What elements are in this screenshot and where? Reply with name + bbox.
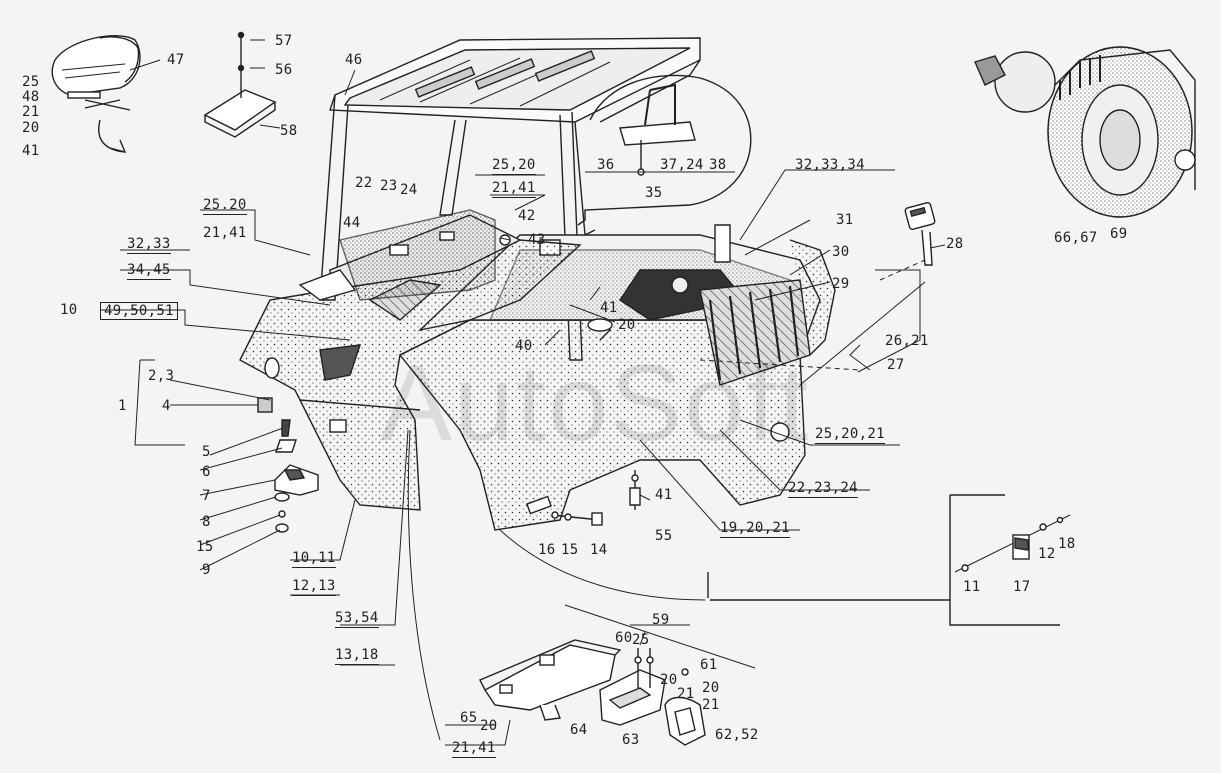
part-label-11: 11 (963, 579, 981, 595)
part-label-20-right: 20 (702, 680, 720, 696)
part-label-23: 23 (380, 178, 398, 194)
part-label-61: 61 (700, 657, 718, 673)
part-label-41-low: 41 (655, 487, 673, 503)
part-label-20: 20 (22, 120, 40, 136)
part-label-16: 16 (538, 542, 556, 558)
part-label-38: 38 (709, 157, 727, 173)
part-label-2-3: 2,3 (148, 368, 175, 384)
part-label-12-13: 12,13 (292, 578, 336, 596)
part-label-21: 21 (22, 104, 40, 120)
part-label-64: 64 (570, 722, 588, 738)
part-label-19-20-21: 19,20,21 (720, 520, 790, 538)
part-label-7: 7 (202, 488, 211, 504)
part-label-21-low: 21 (677, 686, 695, 702)
part-label-40: 40 (515, 338, 533, 354)
part-label-35: 35 (645, 185, 663, 201)
part-label-43: 43 (528, 232, 546, 248)
wheel-assembly (974, 46, 1196, 218)
part-label-32-33: 32,33 (127, 236, 171, 254)
part-label-37-24: 37,24 (660, 157, 704, 173)
part-label-53-54: 53,54 (335, 610, 379, 628)
right-lower-parts (707, 494, 1071, 626)
part-label-6: 6 (202, 464, 211, 480)
leader-lines (100, 39, 946, 746)
part-label-57: 57 (275, 33, 293, 49)
part-label-31: 31 (836, 212, 854, 228)
part-label-1: 1 (118, 398, 127, 414)
rear-body (398, 224, 836, 531)
part-label-20-mid: 20 (618, 317, 636, 333)
part-label-20-low: 20 (660, 672, 678, 688)
part-label-58: 58 (280, 123, 298, 139)
part-label-21-right: 21 (702, 697, 720, 713)
part-label-21-41-left: 21,41 (203, 225, 247, 241)
part-label-25-20-top: 25,20 (492, 157, 536, 175)
detail-inset (577, 74, 752, 226)
part-label-25-low: 25 (632, 632, 650, 648)
part-label-46: 46 (345, 52, 363, 68)
part-label-21-41-bottom: 21,41 (452, 740, 496, 758)
part-label-59: 59 (652, 612, 670, 628)
part-label-10-11: 10,11 (292, 550, 336, 568)
part-label-21-41-top: 21,41 (492, 180, 536, 198)
part-label-41: 41 (22, 143, 40, 159)
part-label-42: 42 (518, 208, 536, 224)
part-label-12: 12 (1038, 546, 1056, 562)
part-label-26-21: 26,21 (885, 333, 929, 349)
part-label-65: 65 (460, 710, 478, 726)
part-label-15-low: 15 (561, 542, 579, 558)
part-label-15-left: 15 (196, 539, 214, 555)
part-label-22: 22 (355, 175, 373, 191)
seat (51, 35, 141, 153)
dashboard (339, 209, 511, 301)
part-label-25: 25 (22, 74, 40, 90)
plate-bracket (203, 31, 277, 138)
part-label-32-33-34: 32,33,34 (795, 157, 865, 173)
part-label-62-52: 62,52 (715, 727, 759, 743)
part-label-36: 36 (597, 157, 615, 173)
bolt-parts (526, 470, 641, 526)
part-label-48: 48 (22, 89, 40, 105)
part-label-22-23-24: 22,23,24 (788, 480, 858, 498)
part-label-29: 29 (832, 276, 850, 292)
mount-parts (257, 397, 319, 533)
guard-plates (479, 604, 756, 746)
part-label-44: 44 (343, 215, 361, 231)
part-label-60: 60 (615, 630, 633, 646)
roof-frame (319, 37, 701, 361)
part-label-30: 30 (832, 244, 850, 260)
part-label-69: 69 (1110, 226, 1128, 242)
part-label-25-20-left: 25.20 (203, 197, 247, 215)
part-label-63: 63 (622, 732, 640, 748)
part-label-8: 8 (202, 514, 211, 530)
part-label-55: 55 (655, 528, 673, 544)
part-label-9: 9 (202, 562, 211, 578)
part-label-24: 24 (400, 182, 418, 198)
part-label-56: 56 (275, 62, 293, 78)
part-label-41-mid: 41 (600, 300, 618, 316)
part-label-14: 14 (590, 542, 608, 558)
part-label-66-67: 66,67 (1054, 230, 1098, 246)
part-label-20-bottom: 20 (480, 718, 498, 734)
part-label-47: 47 (167, 52, 185, 68)
part-label-13-18: 13,18 (335, 647, 379, 665)
part-label-5: 5 (202, 444, 211, 460)
part-label-25-20-21: 25,20,21 (815, 426, 885, 444)
key-part (904, 201, 936, 266)
part-label-28: 28 (946, 236, 964, 252)
part-label-17: 17 (1013, 579, 1031, 595)
part-label-4: 4 (162, 398, 171, 414)
watermark: AutoSoft (380, 342, 811, 463)
part-label-34-45: 34,45 (127, 262, 171, 280)
part-label-49-50-51: 49,50,51 (100, 302, 178, 320)
part-label-18: 18 (1058, 536, 1076, 552)
part-label-27: 27 (887, 357, 905, 373)
part-label-10: 10 (60, 302, 78, 318)
